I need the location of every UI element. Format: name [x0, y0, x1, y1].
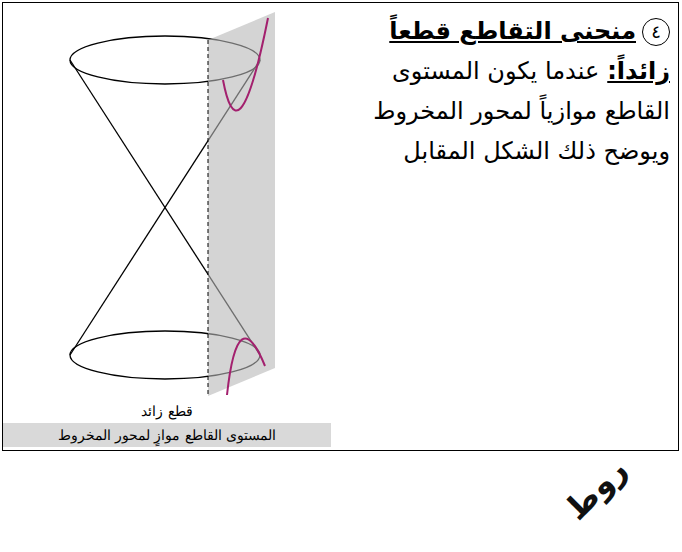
caption-title: قطع زائد	[3, 401, 331, 423]
watermark: روط	[557, 450, 634, 527]
hyperbola-branch	[227, 338, 265, 395]
caption-band: المستوى القاطع موازٍ لمحور المخروط	[3, 423, 331, 447]
section-frame: قطع زائدالمستوى القاطع موازٍ لمحور المخر…	[2, 2, 679, 451]
hyperbola-branch	[223, 18, 268, 111]
plane-edge	[208, 40, 209, 396]
paragraph: ٤منحنى التقاطع قطعاً زائداً:عندما يكون ا…	[340, 11, 670, 171]
item-number: ٤	[642, 18, 670, 46]
cutting-plane	[208, 12, 275, 396]
figure-caption: قطع زائدالمستوى القاطع موازٍ لمحور المخر…	[3, 401, 331, 447]
